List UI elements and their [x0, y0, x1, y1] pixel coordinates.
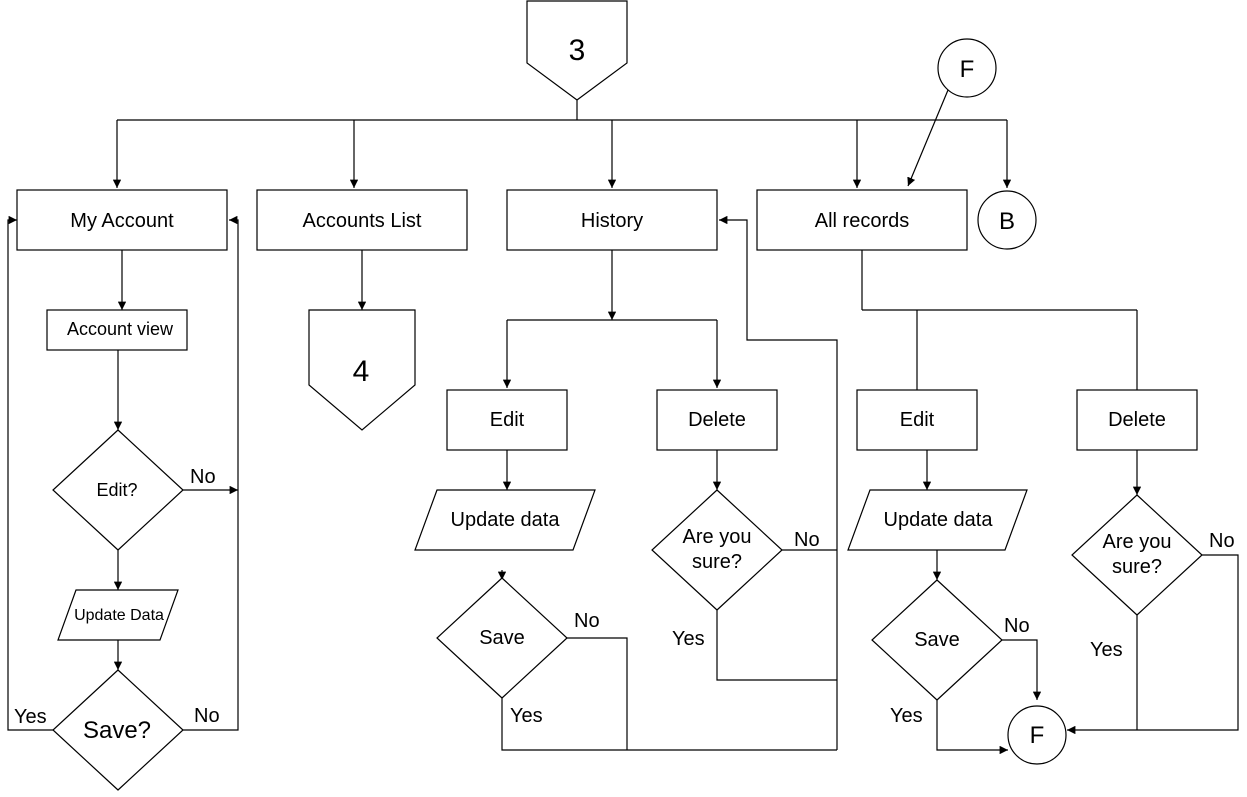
connector-f-bottom-label: F — [1030, 722, 1045, 749]
records-edit-label: Edit — [900, 409, 935, 431]
connector-b-label: B — [999, 208, 1015, 235]
accounts-list-box — [256, 189, 468, 251]
edge-label-records-confirm-yes: Yes — [1090, 639, 1123, 661]
accounts-list-label: Accounts List — [303, 210, 422, 232]
records-delete-label: Delete — [1108, 409, 1166, 431]
edge-history-save-yes — [501, 698, 837, 751]
history-edit-label: Edit — [490, 409, 525, 431]
save-decision-shape — [52, 669, 184, 791]
edge-label-save-yes: Yes — [14, 706, 47, 728]
history-save-label: Save — [479, 627, 525, 649]
edge-save-no-loop — [183, 215, 239, 731]
history-save-shape — [436, 577, 568, 699]
history-update-label: Update data — [451, 509, 561, 531]
edit-decision-shape — [52, 429, 184, 551]
edge-history-confirm-yes — [716, 610, 837, 681]
update-data-small-label: Update Data — [74, 607, 164, 624]
my-account-label: My Account — [70, 210, 174, 232]
edge-label-history-confirm-yes: Yes — [672, 628, 705, 650]
connector-4-label: 4 — [353, 355, 370, 388]
records-delete-box — [1076, 389, 1198, 451]
history-confirm-label-line1: Are you — [683, 526, 752, 548]
history-delete-box — [656, 389, 778, 451]
account-view-label: Account view — [67, 319, 174, 339]
history-delete-label: Delete — [688, 409, 746, 431]
history-box — [506, 189, 718, 251]
history-update-shape — [414, 489, 596, 551]
connector-f-top-label: F — [960, 56, 975, 83]
edges — [7, 89, 1239, 755]
connector-f-top-shape — [937, 38, 997, 98]
edit-decision-label: Edit? — [96, 480, 137, 500]
records-confirm-shape — [1071, 494, 1203, 616]
connector-3-shape — [526, 0, 628, 101]
edge-history-return — [719, 215, 838, 750]
records-update-label: Update data — [884, 509, 994, 531]
edge-label-records-save-yes: Yes — [890, 705, 923, 727]
edge-label-history-save-yes: Yes — [510, 705, 543, 727]
my-account-box — [16, 189, 228, 251]
edge-f-to-all-records — [907, 89, 949, 187]
edge-label-save-no: No — [194, 705, 220, 727]
connector-4-shape — [308, 309, 416, 431]
edge-label-history-save-no: No — [574, 610, 600, 632]
all-records-box — [756, 189, 968, 251]
history-confirm-shape — [651, 489, 783, 611]
edge-label-records-save-no: No — [1004, 615, 1030, 637]
records-confirm-label-line1: Are you — [1103, 531, 1172, 553]
edge-records-save-no — [1002, 639, 1042, 700]
all-records-label: All records — [815, 210, 909, 232]
edge-label-records-confirm-no: No — [1209, 530, 1235, 552]
connector-b-shape — [977, 190, 1037, 250]
connector-3-label: 3 — [569, 34, 586, 67]
records-update-shape — [847, 489, 1028, 551]
records-confirm-label-line2: sure? — [1112, 556, 1162, 578]
connector-f-bottom-shape — [1007, 705, 1067, 765]
edge-labels: No Yes No No Yes No Yes No Yes No Yes — [14, 466, 1235, 728]
records-edit-box — [856, 389, 978, 451]
records-save-label: Save — [914, 629, 960, 651]
history-label: History — [581, 210, 643, 232]
edge-records-save-yes — [936, 700, 1008, 755]
save-decision-label: Save? — [83, 717, 151, 744]
edge-records-confirm-no — [1067, 554, 1239, 735]
account-view-box — [46, 309, 188, 351]
records-save-shape — [871, 579, 1003, 701]
nodes: 3 F My Account Accounts List History All… — [16, 0, 1203, 791]
history-edit-box — [446, 389, 568, 451]
edge-history-save-no — [567, 637, 628, 750]
edge-label-edit-no: No — [190, 466, 216, 488]
history-confirm-label-line2: sure? — [692, 551, 742, 573]
edge-label-history-confirm-no: No — [794, 529, 820, 551]
update-data-small-shape — [57, 589, 179, 641]
edge-save-yes-loop — [7, 215, 53, 731]
